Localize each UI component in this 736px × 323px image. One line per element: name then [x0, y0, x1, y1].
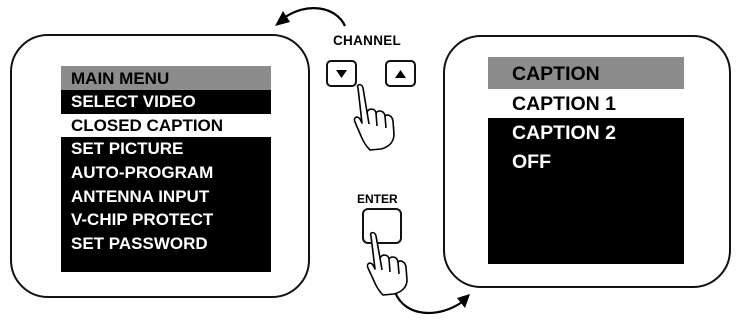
menu-item-caption-1[interactable]: CAPTION 1 — [488, 89, 684, 118]
main-menu-title: MAIN MENU — [61, 66, 271, 90]
curved-arrow-bottom-icon — [393, 291, 470, 314]
menu-item-v-chip-protect[interactable]: V-CHIP PROTECT — [71, 210, 214, 230]
triangle-up-icon — [395, 70, 406, 78]
menu-item-off[interactable]: OFF — [512, 151, 551, 173]
pointing-hand-icon — [366, 231, 408, 296]
triangle-down-icon — [336, 70, 347, 78]
menu-item-auto-program[interactable]: AUTO-PROGRAM — [71, 163, 214, 183]
menu-item-closed-caption[interactable]: CLOSED CAPTION — [61, 113, 271, 138]
channel-down-button[interactable] — [326, 60, 357, 87]
caption-menu: CAPTION CAPTION 1 CAPTION 2 OFF — [488, 57, 684, 264]
enter-button[interactable] — [362, 208, 402, 244]
channel-label: CHANNEL — [333, 33, 402, 48]
menu-item-caption-2[interactable]: CAPTION 2 — [512, 122, 617, 144]
caption-menu-title: CAPTION — [488, 57, 684, 89]
channel-up-button[interactable] — [385, 60, 416, 87]
menu-item-set-picture[interactable]: SET PICTURE — [71, 139, 184, 159]
enter-label: ENTER — [357, 192, 398, 206]
pointing-hand-icon — [353, 83, 395, 151]
main-menu: MAIN MENU SELECT VIDEO CLOSED CAPTION SE… — [61, 66, 271, 272]
menu-item-antenna-input[interactable]: ANTENNA INPUT — [71, 186, 210, 206]
menu-item-select-video[interactable]: SELECT VIDEO — [71, 92, 196, 111]
curved-arrow-top-icon — [275, 7, 347, 27]
menu-item-set-password[interactable]: SET PASSWORD — [71, 234, 208, 254]
